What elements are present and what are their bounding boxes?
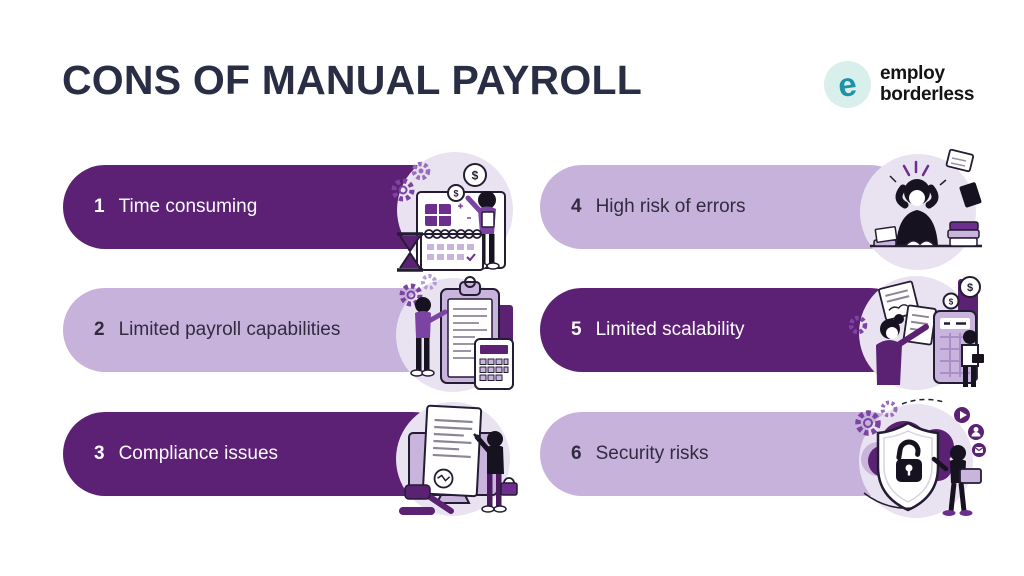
person-figure (876, 314, 929, 385)
svg-text:$: $ (949, 298, 954, 307)
item-number: 1 (94, 196, 105, 217)
list-item-security-risks: 6 Security risks (540, 412, 912, 496)
item-label: Time consuming (118, 196, 258, 217)
svg-text:$: $ (967, 282, 973, 294)
flying-papers-icon (945, 148, 982, 208)
list-item-time-consuming: 1 Time consuming (63, 165, 455, 249)
list-item-limited-payroll: 2 Limited payroll capabilities (63, 288, 455, 372)
item-number: 5 (571, 319, 582, 340)
item-number: 3 (94, 443, 105, 464)
item-label: High risk of errors (595, 196, 746, 217)
gavel-icon (399, 484, 454, 515)
svg-text:$: $ (472, 169, 479, 183)
person-figure (961, 330, 984, 387)
item-number: 6 (571, 443, 582, 464)
stressed-person-figure (895, 179, 939, 246)
media-badge-icons (954, 407, 986, 457)
gear-icon (848, 315, 868, 335)
calendar-icon (420, 229, 484, 271)
item-label: Compliance issues (118, 443, 279, 464)
person-figure (931, 445, 982, 516)
person-figure (473, 431, 518, 513)
gear-icon (855, 400, 898, 436)
page-title: CONS OF MANUAL PAYROLL (62, 57, 642, 103)
security-risks-illustration (846, 395, 986, 521)
item-label: Limited payroll capabilities (118, 319, 341, 340)
logo-text: employ borderless (880, 62, 975, 106)
logo-e-icon: e (824, 61, 871, 108)
stress-marks-icon (902, 160, 930, 177)
gear-icon (391, 161, 431, 202)
high-risk-errors-illustration (846, 148, 986, 274)
limited-scalability-illustration: $ $ (846, 271, 986, 397)
dollar-coin-icon: $ $ (447, 163, 487, 202)
employ-borderless-logo: e employ borderless (824, 61, 974, 108)
document-icon (421, 404, 483, 498)
item-label: Limited scalability (595, 319, 745, 340)
list-item-compliance-issues: 3 Compliance issues (63, 412, 455, 496)
logo-line1: employ (880, 62, 945, 84)
time-consuming-illustration: $ $ (383, 148, 523, 274)
logo-line2: borderless (880, 83, 975, 105)
item-number: 4 (571, 196, 582, 217)
item-number: 2 (94, 319, 105, 340)
svg-text:$: $ (453, 189, 458, 199)
payroll-capabilities-illustration (383, 271, 523, 397)
shield-lock-icon (876, 421, 940, 512)
item-label: Security risks (595, 443, 709, 464)
list-item-limited-scalability: 5 Limited scalability (540, 288, 912, 372)
book-stack-icon (873, 221, 980, 247)
compliance-issues-illustration (383, 395, 523, 521)
open-book-icon (905, 239, 935, 247)
list-item-high-risk-errors: 4 High risk of errors (540, 165, 912, 249)
dollar-coin-icon: $ $ (942, 276, 981, 310)
logo-letter: e (835, 64, 860, 105)
gear-icon (399, 274, 437, 307)
hourglass-icon (397, 232, 423, 272)
person-figure (410, 297, 448, 377)
calculator-icon (474, 338, 514, 390)
